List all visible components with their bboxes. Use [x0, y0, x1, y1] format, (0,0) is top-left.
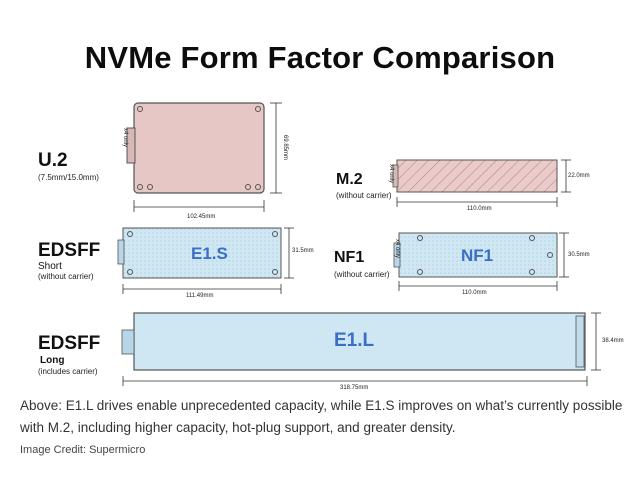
caption: Above: E1.L drives enable unprecedented …	[20, 398, 623, 435]
e1s-height-label: 31.5mm	[292, 248, 314, 254]
e1l-drive-label: E1.L	[334, 330, 375, 351]
m2-width-label: 110.0mm	[467, 206, 492, 212]
e1l-label: EDSFF	[38, 333, 101, 354]
e1s-width-label: 111.49mm	[186, 293, 214, 299]
m2-sublabel: (without carrier)	[336, 191, 392, 200]
e1s-drive	[117, 227, 294, 294]
e1s-sublabel-2: (without carrier)	[38, 272, 94, 281]
e1l-width-label: 318.75mm	[340, 385, 369, 391]
nf1-height-label: 30.5mm	[568, 252, 590, 258]
u2-height-label: 69.85mm	[282, 135, 288, 161]
nf1-label: NF1	[334, 249, 365, 266]
m2-side-label: x4 only	[388, 164, 394, 184]
e1l-drive	[121, 312, 601, 386]
image-credit: Image Credit: Supermicro	[20, 444, 146, 456]
e1s-drive-label: E1.S	[191, 244, 228, 263]
nf1-side-label: x4 only	[394, 239, 400, 259]
nf1-sublabel: (without carrier)	[334, 270, 390, 279]
nf1-drive-label: NF1	[461, 246, 494, 265]
page-title: NVMe Form Factor Comparison	[84, 40, 556, 75]
m2-drive	[392, 159, 571, 207]
e1l-sublabel: Long	[40, 355, 65, 366]
u2-side-label: x4 only	[122, 128, 128, 148]
e1s-sublabel: Short	[38, 261, 62, 272]
u2-drive	[126, 102, 282, 212]
e1s-label: EDSFF	[38, 240, 101, 261]
nf1-drive	[393, 232, 569, 291]
u2-width-label: 102.45mm	[187, 214, 216, 220]
m2-label: M.2	[336, 171, 363, 188]
e1l-height-label: 38.4mm	[602, 338, 624, 344]
e1l-sublabel-2: (includes carrier)	[38, 367, 98, 376]
u2-label: U.2	[38, 150, 68, 171]
u2-sublabel: (7.5mm/15.0mm)	[38, 173, 99, 182]
nf1-width-label: 110.0mm	[462, 290, 487, 296]
m2-height-label: 22.0mm	[568, 173, 590, 179]
